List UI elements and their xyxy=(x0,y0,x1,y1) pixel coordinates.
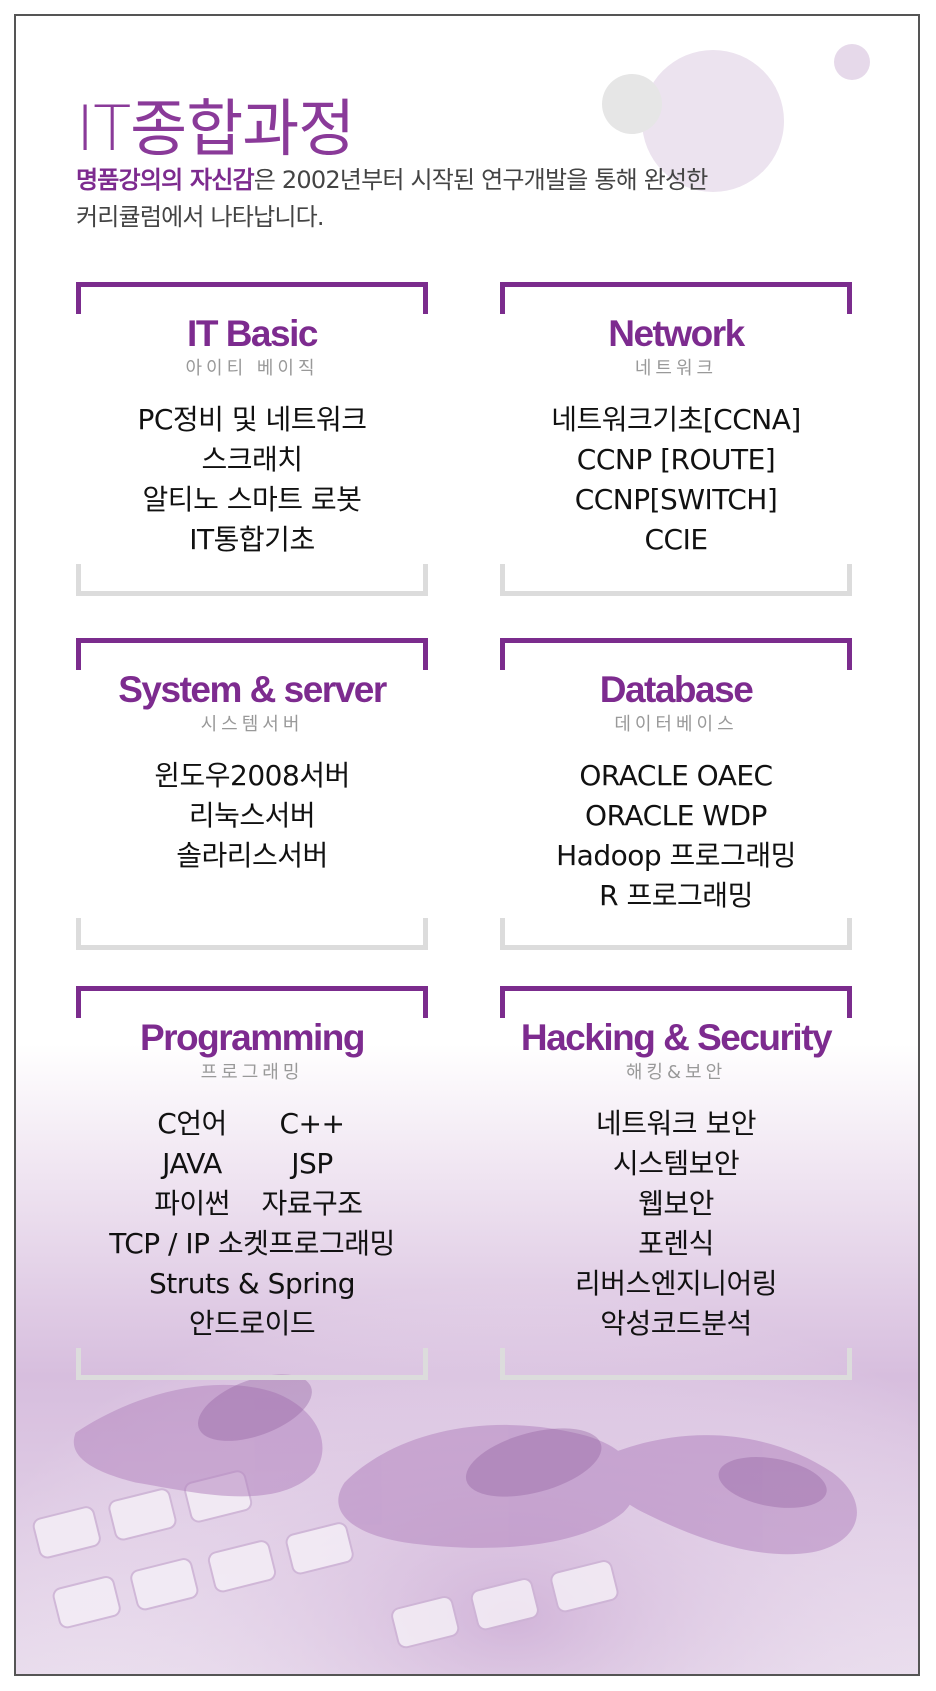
course-item: C++ xyxy=(279,1107,345,1140)
course-item: 윈도우2008서버 xyxy=(154,759,350,792)
intro-text: 명품강의의 자신감은 2002년부터 시작된 연구개발을 통해 완성한 커리큘럼… xyxy=(76,162,708,236)
course-item: CCNP[SWITCH] xyxy=(574,483,778,516)
course-item-pair: C언어 C++ xyxy=(76,1104,428,1144)
course-title: Network xyxy=(608,313,745,354)
course-item: JSP xyxy=(291,1147,333,1180)
course-title: Hacking & Security xyxy=(520,1017,833,1058)
course-card-system-server: System & server 시스템서버 윈도우2008서버 리눅스서버 솔라… xyxy=(76,638,428,950)
course-item: PC정비 및 네트워크 xyxy=(137,403,367,436)
course-item: CCIE xyxy=(644,523,708,556)
course-item-pair: 파이썬 자료구조 xyxy=(76,1184,428,1224)
bracket-top xyxy=(76,282,428,314)
course-list: 네트워크기초[CCNA] CCNP [ROUTE] CCNP[SWITCH] C… xyxy=(500,400,852,564)
course-subtitle: 시스템서버 xyxy=(200,714,304,735)
course-item: Struts & Spring xyxy=(148,1267,356,1300)
course-card-it-basic: IT Basic 아이티 베이직 PC정비 및 네트워크 스크래치 알티노 스마… xyxy=(76,282,428,596)
page-title: IT종합과정 xyxy=(76,92,355,165)
course-item: CCNP [ROUTE] xyxy=(576,443,776,476)
course-card-hacking-security: Hacking & Security 해킹&보안 네트워크 보안 시스템보안 웹… xyxy=(500,986,852,1380)
bracket-top xyxy=(76,986,428,1018)
course-item: 악성코드분석 xyxy=(600,1307,752,1340)
course-item: 네트워크기초[CCNA] xyxy=(551,403,801,436)
bracket-bottom xyxy=(500,564,852,596)
course-subtitle: 해킹&보안 xyxy=(625,1062,727,1083)
course-item: 웹보안 xyxy=(638,1187,714,1220)
course-item: 솔라리스서버 xyxy=(176,839,328,872)
bracket-bottom xyxy=(500,918,852,950)
course-card-network: Network 네트워크 네트워크기초[CCNA] CCNP [ROUTE] C… xyxy=(500,282,852,596)
bracket-top xyxy=(76,638,428,670)
course-item: ORACLE WDP xyxy=(585,799,767,832)
keyboard-typing-background xyxy=(16,16,918,1674)
decor-circle-gray xyxy=(602,74,662,134)
course-item: 자료구조 xyxy=(261,1187,363,1220)
course-item: 안드로이드 xyxy=(188,1307,316,1340)
intro-rest: 은 2002년부터 시작된 연구개발을 통해 완성한 xyxy=(253,166,709,194)
bracket-top xyxy=(500,638,852,670)
page-frame: IT종합과정 명품강의의 자신감은 2002년부터 시작된 연구개발을 통해 완… xyxy=(14,14,920,1676)
course-subtitle: 네트워크 xyxy=(634,358,718,379)
bracket-bottom xyxy=(76,564,428,596)
course-item: ORACLE OAEC xyxy=(579,759,773,792)
course-list: ORACLE OAEC ORACLE WDP Hadoop 프로그래밍 R 프로… xyxy=(500,756,852,918)
intro-line-2: 커리큘럼에서 나타납니다. xyxy=(76,203,325,231)
bracket-bottom xyxy=(76,918,428,950)
course-item: 리버스엔지니어링 xyxy=(574,1267,778,1300)
course-item: R 프로그래밍 xyxy=(599,879,753,912)
course-item: 파이썬 xyxy=(154,1187,230,1220)
course-item: 시스템보안 xyxy=(612,1147,740,1180)
course-item-pair: JAVA JSP xyxy=(76,1144,428,1184)
course-list: PC정비 및 네트워크 스크래치 알티노 스마트 로봇 IT통합기초 xyxy=(76,400,428,564)
course-title: IT Basic xyxy=(187,313,318,354)
course-list: 윈도우2008서버 리눅스서버 솔라리스서버 xyxy=(76,756,428,918)
course-list: 네트워크 보안 시스템보안 웹보안 포렌식 리버스엔지니어링 악성코드분석 xyxy=(500,1104,852,1348)
course-subtitle: 아이티 베이직 xyxy=(185,358,319,379)
course-item: JAVA xyxy=(162,1147,222,1180)
course-title: Database xyxy=(599,669,754,710)
decor-circle-large xyxy=(642,50,784,192)
bracket-top xyxy=(500,986,852,1018)
course-item: C언어 xyxy=(157,1107,227,1140)
course-title: Programming xyxy=(139,1017,366,1058)
course-card-database: Database 데이터베이스 ORACLE OAEC ORACLE WDP H… xyxy=(500,638,852,950)
course-item: 스크래치 xyxy=(201,443,303,476)
course-subtitle: 데이터베이스 xyxy=(614,714,738,735)
course-item: 네트워크 보안 xyxy=(596,1107,756,1140)
course-item: Hadoop 프로그래밍 xyxy=(556,839,796,872)
course-item: TCP / IP 소켓프로그래밍 xyxy=(109,1227,395,1260)
course-item: 알티노 스마트 로봇 xyxy=(142,483,362,516)
intro-highlight: 명품강의의 자신감 xyxy=(76,166,255,194)
bracket-top xyxy=(500,282,852,314)
bracket-bottom xyxy=(76,1348,428,1380)
decor-circle-small xyxy=(834,44,870,80)
course-card-programming: Programming 프로그래밍 C언어 C++ JAVA JSP 파이썬 자료구조… xyxy=(76,986,428,1380)
course-item: IT통합기초 xyxy=(189,523,315,556)
course-item: 리눅스서버 xyxy=(188,799,316,832)
bracket-bottom xyxy=(500,1348,852,1380)
course-title: System & server xyxy=(118,669,387,710)
course-subtitle: 프로그래밍 xyxy=(200,1062,304,1083)
course-item: 포렌식 xyxy=(638,1227,714,1260)
